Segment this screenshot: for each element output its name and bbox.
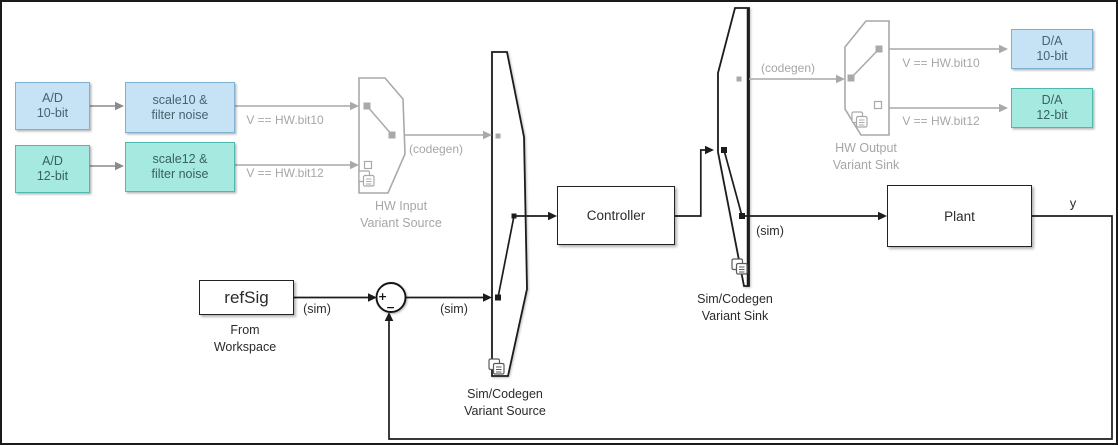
caption-line: Variant Source [464,403,546,418]
wire-ad12-to-scale12[interactable] [90,161,124,171]
variant-badge-icon [488,358,505,375]
block-label: D/A [1041,34,1063,48]
sim-codegen-variant-source-shape[interactable] [488,51,528,377]
caption-line: HW Output [835,141,897,155]
block-label: A/D [42,154,63,168]
wire-sc-sink-to-plant[interactable] [742,211,887,221]
block-label: Controller [586,208,646,223]
block-label: scale10 & [152,92,208,107]
wire-sc-source-to-controller[interactable] [514,211,557,221]
block-da-12bit[interactable]: D/A 12-bit [1011,88,1093,128]
block-label: 10-bit [36,106,69,120]
sim-codegen-variant-sink-shape[interactable] [717,7,750,287]
sim-codegen-variant-sink-caption: Sim/Codegen Variant Sink [697,291,773,324]
block-label: refSig [224,288,269,307]
variant-badge-icon [851,111,868,128]
caption-line: Variant Sink [832,157,900,172]
block-label: scale12 & [152,152,208,166]
sum-plus-sign: + [378,290,387,303]
wire-scale12-to-hw-input-source[interactable] [235,160,359,170]
wire-controller-to-sc-sink[interactable] [675,145,714,217]
block-da-10bit[interactable]: D/A 10-bit [1011,29,1093,69]
caption-line: HW Input [374,199,428,213]
hw-output-variant-sink-shape[interactable] [844,20,890,136]
hw-input-variant-source-shape[interactable] [358,77,406,194]
variant-condition-label: V == HW.bit10 [246,113,324,127]
codegen-signal-label: (codegen) [760,61,816,75]
variant-badge-icon [358,170,375,187]
block-label: Plant [944,208,975,224]
variant-condition-label: V == HW.bit12 [246,166,324,180]
caption-line: Workspace [213,339,277,354]
block-scale12-filter[interactable]: scale12 & filter noise [125,142,235,192]
block-label: 12-bit [36,169,69,183]
wire-plant-feedback-to-sum[interactable] [384,215,1113,440]
sim-codegen-variant-source-caption: Sim/Codegen Variant Source [464,386,546,419]
wire-sc-sink-to-hw-output-sink[interactable] [749,74,845,84]
hw-input-variant-source-caption: HW Input Variant Source [360,198,442,231]
wire-hw-output-sink-to-da10[interactable] [889,44,1008,54]
refsig-caption: From Workspace [214,322,276,355]
wire-hw-output-sink-to-da12[interactable] [889,103,1008,113]
block-plant[interactable]: Plant [887,185,1032,247]
block-label: 12-bit [1036,108,1068,122]
block-label: 10-bit [1036,49,1068,63]
variant-condition-label: V == HW.bit12 [902,114,980,128]
sim-signal-label: (sim) [303,302,331,316]
wire-ad10-to-scale10[interactable] [90,101,124,111]
sum-block[interactable]: + − [375,282,407,314]
block-label: D/A [1041,93,1063,107]
block-scale10-filter[interactable]: scale10 & filter noise [125,82,235,133]
sim-signal-label: (sim) [756,224,784,238]
caption-line: Variant Sink [701,308,769,323]
sum-minus-sign: − [386,301,395,314]
wire-refsig-to-sum[interactable] [294,293,377,302]
wire-scale10-to-hw-input-source[interactable] [235,101,359,111]
wire-sum-to-sc-source[interactable] [405,293,493,302]
block-controller[interactable]: Controller [557,186,675,245]
hw-output-variant-sink-caption: HW Output Variant Sink [833,140,899,173]
variant-condition-label: V == HW.bit10 [902,56,980,70]
block-refsig-from-workspace[interactable]: refSig [199,280,294,315]
block-label: A/D [42,91,63,105]
block-label: filter noise [151,107,209,122]
sim-signal-label: (sim) [440,302,468,316]
caption-line: Sim/Codegen [467,387,543,401]
caption-line: Variant Source [360,215,442,230]
block-ad-10bit[interactable]: A/D 10-bit [15,82,90,130]
block-label: filter noise [151,167,209,181]
output-signal-y-label: y [1069,195,1077,211]
variant-badge-icon [731,258,748,275]
caption-line: From [230,323,260,337]
wire-hw-input-source-to-sc-source[interactable] [405,130,492,140]
codegen-signal-label: (codegen) [408,142,464,156]
caption-line: Sim/Codegen [697,292,773,306]
block-ad-12bit[interactable]: A/D 12-bit [15,145,90,193]
